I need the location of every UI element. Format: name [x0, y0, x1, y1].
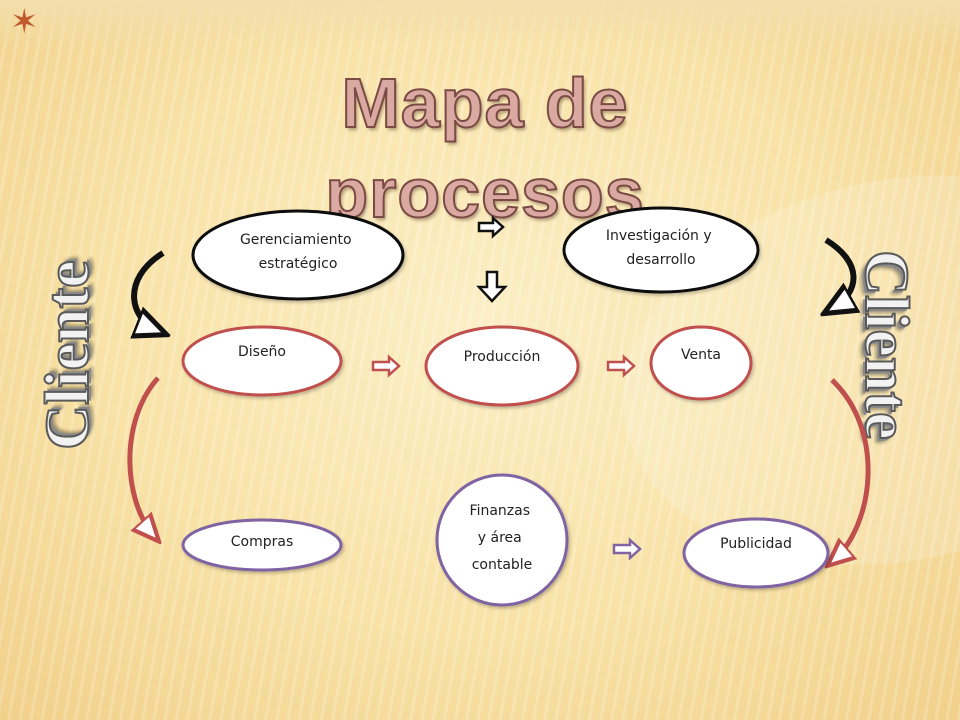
svg-text:Venta: Venta — [681, 347, 721, 363]
top-strip — [0, 0, 960, 48]
node-publicidad: Publicidad — [682, 517, 830, 589]
node-gerenciamiento-line1: Gerenciamiento — [240, 232, 352, 248]
node-produccion: Producción — [424, 325, 580, 407]
node-diseno-label: Diseño — [238, 344, 286, 360]
svg-text:Diseño: Diseño — [238, 344, 286, 360]
node-investigacion-line2: desarrollo — [626, 252, 695, 268]
svg-text:Gerenciamiento estratégi: Gerenciamiento estratégico — [240, 232, 356, 272]
bullet-mark-icon: ✶ — [10, 2, 39, 42]
node-compras-label: Compras — [231, 534, 294, 550]
svg-text:Finanzas y área co: Finanzas y área contable — [470, 503, 535, 573]
curved-arrow-right-top — [826, 237, 854, 310]
node-gerenciamiento: Gerenciamiento estratégico — [191, 209, 405, 301]
svg-text:Compras: Compras — [231, 534, 294, 550]
block-arrow-down — [476, 270, 508, 303]
svg-text:Publicidad: Publicidad — [720, 536, 792, 552]
svg-text:Investigación y desarrol: Investigación y desarrollo — [606, 228, 716, 268]
block-arrow-diseno-produccion — [371, 354, 401, 378]
node-gerenciamiento-line2: estratégico — [259, 256, 338, 272]
node-investigacion: Investigación y desarrollo — [562, 206, 760, 294]
block-arrow-right-top — [477, 215, 505, 239]
block-arrow-produccion-venta — [606, 354, 636, 378]
curved-arrow-left-bottom — [127, 376, 158, 537]
node-finanzas-line3: contable — [472, 557, 533, 573]
node-produccion-label: Producción — [464, 349, 541, 365]
node-publicidad-label: Publicidad — [720, 536, 792, 552]
svg-text:Producción: Producción — [464, 349, 541, 365]
node-venta: Venta — [649, 325, 753, 401]
node-finanzas: Finanzas y área contable — [435, 473, 569, 607]
node-investigacion-line1: Investigación y — [606, 228, 712, 244]
node-diseno: Diseño — [181, 325, 343, 397]
curved-arrow-right-bottom — [832, 378, 871, 562]
node-finanzas-line1: Finanzas — [470, 503, 530, 519]
curved-arrow-left-top — [134, 250, 163, 332]
node-compras: Compras — [181, 518, 343, 572]
node-venta-label: Venta — [681, 347, 721, 363]
node-finanzas-line2: y área — [478, 530, 522, 546]
block-arrow-finanzas-publicidad — [612, 537, 642, 561]
